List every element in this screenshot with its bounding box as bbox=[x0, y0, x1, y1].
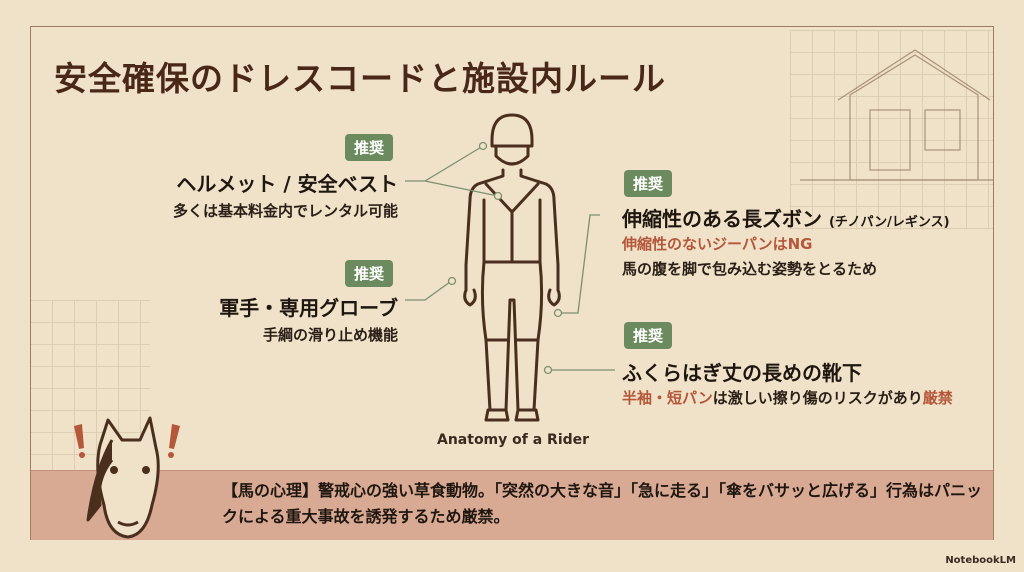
item-heading: 軍手・専用グローブ bbox=[219, 296, 398, 320]
warning-em: 半袖・短パン bbox=[622, 389, 713, 407]
item-warning: 半袖・短パンは激しい擦り傷のリスクがあり厳禁 bbox=[622, 387, 953, 408]
heading-extra: (チノパン/レギンス) bbox=[828, 215, 950, 230]
item-heading: ヘルメット / 安全ベスト bbox=[176, 172, 398, 196]
heading-main: 伸縮性のある長ズボン bbox=[622, 207, 822, 231]
callout-lines bbox=[405, 141, 615, 375]
recommended-badge: 推奨 bbox=[345, 260, 394, 287]
warning-text: は激しい擦り傷のリスクがあり bbox=[712, 389, 923, 407]
item-heading: ふくらはぎ丈の長めの靴下 bbox=[622, 361, 862, 385]
recommended-badge: 推奨 bbox=[624, 170, 673, 197]
item-heading: 伸縮性のある長ズボン (チノパン/レギンス) bbox=[622, 203, 950, 232]
item-warning: 伸縮性のないジーパンはNG bbox=[622, 235, 813, 253]
item-note: 多くは基本料金内でレンタル可能 bbox=[172, 202, 398, 220]
recommended-badge: 推奨 bbox=[345, 134, 394, 161]
figure-caption: Anatomy of a Rider bbox=[437, 432, 590, 448]
house-sketch-icon bbox=[800, 49, 994, 181]
horse-head-icon bbox=[86, 416, 160, 539]
item-note: 手綱の滑り止め機能 bbox=[262, 326, 398, 344]
page-title: 安全確保のドレスコードと施設内ルール bbox=[54, 59, 666, 98]
exclamation-icon bbox=[74, 424, 180, 458]
item-note: 馬の腹を脚で包み込む姿勢をとるため bbox=[622, 260, 878, 278]
notebooklm-watermark: NotebookLM bbox=[945, 555, 1016, 566]
banner-text: 【馬の心理】警戒心の強い草食動物。「突然の大きな音」「急に走る」「傘をバサッと広… bbox=[222, 481, 983, 526]
rider-figure-icon bbox=[463, 113, 561, 422]
recommended-badge: 推奨 bbox=[624, 322, 673, 349]
warning-banner bbox=[31, 470, 993, 540]
warning-em: 厳禁 bbox=[922, 389, 953, 407]
